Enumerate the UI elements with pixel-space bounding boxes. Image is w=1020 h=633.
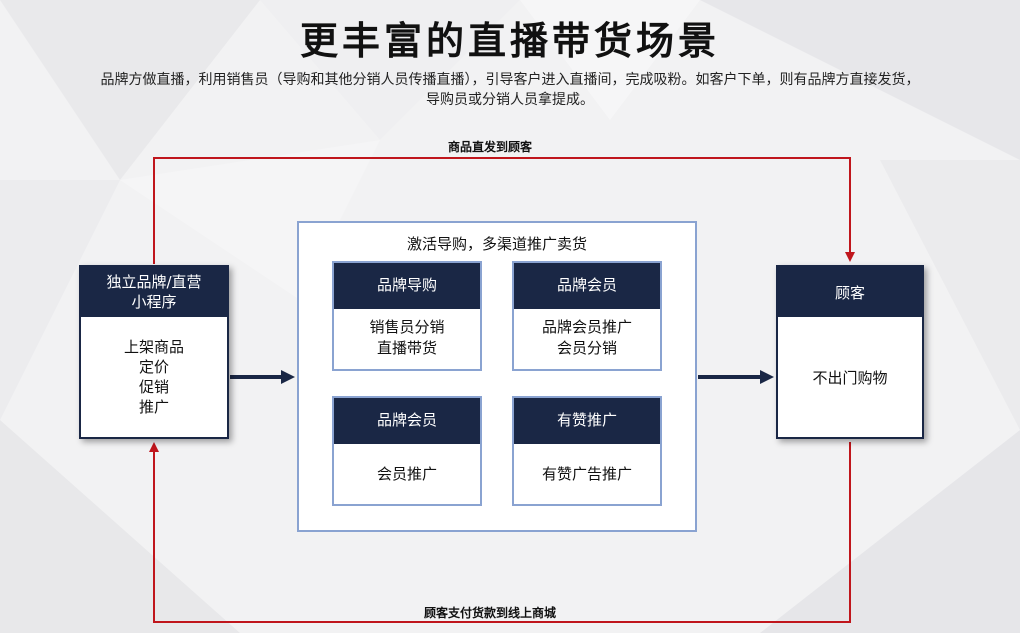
channel-card-line: 直播带货 — [376, 339, 437, 357]
channel-card-line: 销售员分销 — [369, 318, 445, 336]
customer-body: 不出门购物 — [812, 368, 888, 387]
customer-box: 顾客 不出门购物 — [776, 265, 924, 439]
channel-card-body: 销售员分销 直播带货 — [334, 309, 480, 367]
channel-card: 品牌导购 销售员分销 直播带货 — [332, 261, 482, 371]
subtitle-line: 品牌方做直播，利用销售员（导购和其他分销人员传播直播），引导客户进入直播间，完成… — [100, 72, 920, 88]
channel-card-title: 品牌导购 — [334, 263, 480, 309]
customer-header: 顾客 — [778, 267, 922, 317]
bottom-flow-label: 顾客支付货款到线上商城 — [423, 606, 556, 620]
channel-card: 有赞推广 有赞广告推广 — [512, 396, 662, 506]
mini-program-body: 上架商品 定价 促销 推广 — [81, 317, 227, 437]
channel-card-title: 品牌会员 — [514, 263, 660, 309]
mini-program-item: 促销 — [138, 378, 169, 396]
channel-card-body: 品牌会员推广 会员分销 — [514, 309, 660, 367]
channel-card-body: 会员推广 — [334, 444, 480, 502]
mini-program-item: 定价 — [138, 358, 169, 376]
top-flow-label: 商品直发到顾客 — [447, 140, 532, 154]
mini-program-box: 独立品牌/直营 小程序 上架商品 定价 促销 推广 — [79, 265, 229, 439]
mini-program-title-line: 独立品牌/直营 — [106, 273, 202, 291]
channel-card-body: 有赞广告推广 — [514, 444, 660, 502]
channel-card-line: 品牌会员推广 — [541, 318, 632, 336]
page-title: 更丰富的直播带货场景 — [299, 18, 720, 63]
mini-program-title-line: 小程序 — [131, 293, 177, 311]
channel-card-line: 会员推广 — [376, 464, 437, 483]
channel-card-title: 品牌会员 — [334, 398, 480, 444]
mini-program-header: 独立品牌/直营 小程序 — [81, 267, 227, 317]
subtitle-line: 导购员或分销人员拿提成。 — [426, 92, 594, 108]
channel-card-line: 有赞广告推广 — [541, 464, 632, 483]
channel-card: 品牌会员 品牌会员推广 会员分销 — [512, 261, 662, 371]
channel-card-line: 会员分销 — [556, 339, 617, 357]
channel-card: 品牌会员 会员推广 — [332, 396, 482, 506]
page-subtitle: 品牌方做直播，利用销售员（导购和其他分销人员传播直播），引导客户进入直播间，完成… — [20, 70, 1000, 110]
mini-program-item: 推广 — [138, 398, 169, 416]
channel-group-title: 激活导购，多渠道推广卖货 — [406, 235, 587, 253]
mini-program-item: 上架商品 — [123, 338, 184, 356]
channel-card-title: 有赞推广 — [514, 398, 660, 444]
